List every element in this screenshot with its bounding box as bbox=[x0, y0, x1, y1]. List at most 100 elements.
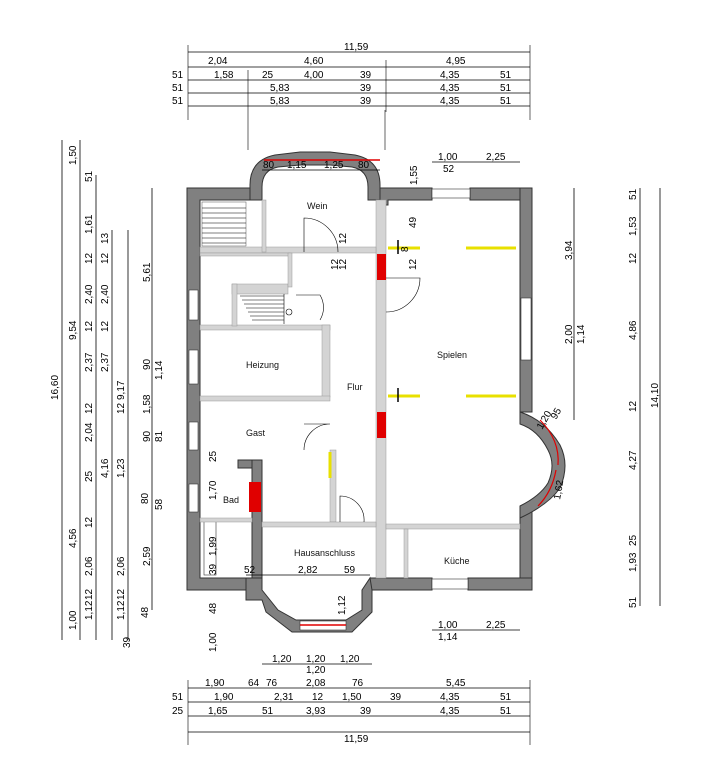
dim-b2-3: 12 bbox=[312, 692, 324, 703]
dim-ra-6: 25 bbox=[628, 534, 639, 546]
wall-hausanschluss-top bbox=[261, 521, 377, 528]
dim-ld-4: 90 bbox=[142, 430, 153, 442]
dim-top-r4-1: 5,83 bbox=[270, 96, 290, 107]
dim-bay-2: 1,25 bbox=[324, 160, 344, 171]
dim-bi-5: 1,00 bbox=[208, 632, 219, 652]
red-marker-2 bbox=[377, 412, 386, 438]
dim-top-r4-2: 39 bbox=[360, 96, 372, 107]
dim-lb-8: 25 bbox=[84, 470, 95, 482]
dim-top-r2-0: 51 bbox=[172, 70, 184, 81]
dim-b2-1: 1,90 bbox=[214, 692, 234, 703]
dim-rt-3: 1,55 bbox=[409, 165, 420, 185]
dim-bottom-total: 11,59 bbox=[344, 734, 369, 745]
dim-ls-0: 12 bbox=[338, 232, 349, 244]
room-label-kueche: Küche bbox=[444, 556, 470, 566]
dim-bay-1: 1,15 bbox=[287, 160, 307, 171]
window-right bbox=[520, 297, 532, 361]
dim-ra-7: 1,93 bbox=[628, 552, 639, 572]
dim-lc-7: 1,23 bbox=[116, 458, 127, 478]
dim-top-r2-3: 4,00 bbox=[304, 70, 324, 81]
dim-ld-5: 81 bbox=[154, 430, 165, 442]
dim-b1-5: 5,45 bbox=[446, 678, 466, 689]
dim-rb-2: 2,25 bbox=[486, 620, 506, 631]
dim-lb-13: 1,12 bbox=[84, 600, 95, 620]
dim-top-r3-3: 4,35 bbox=[440, 83, 460, 94]
dim-ra-3: 4,86 bbox=[628, 320, 639, 340]
dim-bi-3: 1,12 bbox=[337, 595, 348, 615]
dim-left-total: 16,60 bbox=[50, 375, 61, 400]
dim-bi-1: 2,82 bbox=[298, 565, 318, 576]
dim-lb-9: 4,16 bbox=[100, 458, 111, 478]
dim-lb-7: 2,04 bbox=[84, 422, 95, 442]
dim-b2-4: 1,50 bbox=[342, 692, 362, 703]
wall-bottom-far-right bbox=[467, 577, 533, 591]
dim-b1-2: 76 bbox=[266, 678, 278, 689]
dim-rt-1: 2,25 bbox=[486, 152, 506, 163]
dim-lc-8: 80 bbox=[140, 492, 151, 504]
dim-la-3: 1,00 bbox=[68, 610, 79, 630]
dim-top-r1-0: 2,04 bbox=[208, 56, 228, 67]
dims-bottom: 1,20 1,20 1,20 1,20 1,90 64 76 2,08 76 5… bbox=[172, 565, 531, 745]
dim-b2-6: 4,35 bbox=[440, 692, 460, 703]
dim-b1-4: 76 bbox=[352, 678, 364, 689]
dim-bu-1: 1,20 bbox=[306, 654, 326, 665]
dim-la-2: 4,56 bbox=[68, 528, 79, 548]
dim-bu-3: 1,20 bbox=[306, 665, 326, 676]
wall-bad-bottom bbox=[199, 517, 253, 523]
dim-le-0: 25 bbox=[208, 450, 219, 462]
dim-ld-1: 90 bbox=[142, 358, 153, 370]
dim-b3-4: 39 bbox=[360, 706, 372, 717]
dim-top-r3-1: 5,83 bbox=[270, 83, 290, 94]
dim-ri-4: 95 bbox=[549, 406, 564, 422]
dim-lc-3: 12 bbox=[100, 320, 111, 332]
dim-b2-7: 51 bbox=[500, 692, 512, 703]
room-label-heizung: Heizung bbox=[246, 360, 279, 370]
dim-bay-0: 80 bbox=[263, 160, 275, 171]
door-swings bbox=[296, 217, 421, 523]
dim-lc-10: 12 bbox=[116, 588, 127, 600]
dim-lb-1: 1,61 bbox=[84, 214, 95, 234]
wall-flur-right bbox=[375, 199, 387, 579]
dims-left: 16,60 1,50 9,54 4,56 1,00 51 1,61 12 2,4… bbox=[50, 140, 419, 648]
dim-ra-5: 4,27 bbox=[628, 450, 639, 470]
room-label-hausanschluss: Hausanschluss bbox=[294, 548, 356, 558]
dim-top-r1-1: 4,60 bbox=[304, 56, 324, 67]
dim-ra-2: 12 bbox=[628, 252, 639, 264]
room-label-spielen: Spielen bbox=[437, 350, 467, 360]
dim-ld-3: 1,58 bbox=[142, 394, 153, 414]
dim-b1-1: 64 bbox=[248, 678, 260, 689]
dim-lc-5: 9,17 bbox=[116, 380, 127, 400]
red-marker-1 bbox=[377, 254, 386, 280]
wall-stair-left bbox=[231, 283, 238, 327]
dim-b3-2: 51 bbox=[262, 706, 274, 717]
dim-lb-12: 12 bbox=[84, 588, 95, 600]
dim-ls-4: 8 bbox=[400, 246, 411, 252]
dim-b1-3: 2,08 bbox=[306, 678, 326, 689]
dim-lc-4: 2,37 bbox=[100, 352, 111, 372]
dim-bu-0: 1,20 bbox=[272, 654, 292, 665]
dim-lb-6: 12 bbox=[84, 402, 95, 414]
stairs-middle bbox=[240, 294, 293, 324]
dim-ri-1: 2,00 bbox=[564, 324, 575, 344]
dims-top: 11,59 2,04 4,60 4,95 51 1,58 25 4,00 39 … bbox=[172, 42, 531, 185]
dim-lc-2: 2,40 bbox=[100, 284, 111, 304]
dim-top-r3-0: 51 bbox=[172, 83, 184, 94]
dim-ra-0: 51 bbox=[628, 188, 639, 200]
dim-lc-12: 48 bbox=[140, 606, 151, 618]
dim-rb-0: 1,00 bbox=[438, 620, 458, 631]
room-label-wein: Wein bbox=[307, 201, 327, 211]
dim-la-1: 9,54 bbox=[68, 320, 79, 340]
wall-bottom-right bbox=[369, 577, 433, 591]
dim-b3-1: 1,65 bbox=[208, 706, 228, 717]
interior-walls bbox=[199, 199, 521, 579]
dim-ld-2: 1,14 bbox=[154, 360, 165, 380]
dim-b3-6: 51 bbox=[500, 706, 512, 717]
dim-lb-14: 39 bbox=[122, 636, 133, 648]
dim-ra-4: 12 bbox=[628, 400, 639, 412]
dim-ri-2: 1,14 bbox=[576, 324, 587, 344]
wall-stair-top bbox=[231, 283, 289, 295]
wall-stair-upper bbox=[199, 252, 291, 257]
dim-le-1: 1,70 bbox=[208, 480, 219, 500]
dim-rb-1: 1,14 bbox=[438, 632, 458, 643]
